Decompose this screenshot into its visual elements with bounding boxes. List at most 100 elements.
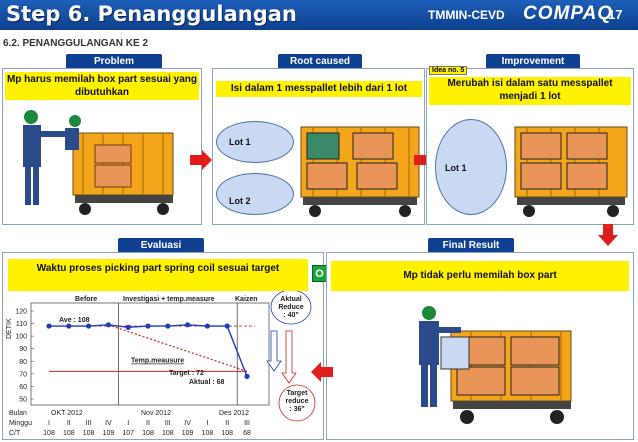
- y-axis-label: DETIK: [6, 318, 13, 339]
- picking-time-chart: Before Investigasi + temp.measure KaizenDE…: [6, 291, 316, 437]
- problem-text: Mp harus memilah box part sesuai yang di…: [5, 72, 199, 100]
- tab-improvement: Improvement: [486, 54, 580, 69]
- month-label: Des 2012: [219, 410, 249, 417]
- trend-line: [108, 324, 248, 372]
- week-label: III: [86, 420, 92, 427]
- ct-value: 108: [43, 430, 55, 437]
- period-label: Before: [75, 296, 97, 303]
- reduce-bubble: [270, 291, 312, 325]
- messpallet-illustration: [514, 126, 628, 217]
- week-label: IV: [184, 420, 191, 427]
- section-title: 6.2. PENANGGULANGAN KE 2: [3, 38, 149, 49]
- target-reduce-text: reduce: [286, 398, 309, 405]
- target-reduce-text: Target: [287, 390, 309, 397]
- ct-value: 109: [182, 430, 194, 437]
- ct-value: 109: [103, 430, 115, 437]
- data-point: [145, 323, 151, 329]
- reduce-text: Aktual: [280, 296, 301, 303]
- data-point: [165, 323, 171, 329]
- final-illustration: [419, 306, 572, 424]
- ct-value: 107: [122, 430, 134, 437]
- tab-problem: Problem: [66, 54, 162, 69]
- reduce-text: : 40": [283, 312, 298, 319]
- period-label: Kaizen: [235, 296, 258, 303]
- data-point: [244, 373, 250, 379]
- data-point: [46, 323, 52, 329]
- y-tick-label: 50: [19, 397, 27, 404]
- reduce-text: Reduce: [278, 304, 303, 311]
- month-label: OKT 2012: [51, 410, 83, 417]
- y-tick-label: 100: [15, 334, 27, 341]
- y-tick-label: 60: [19, 384, 27, 391]
- messpallet-illustration: [300, 126, 420, 217]
- week-label: IV: [105, 420, 112, 427]
- month-label: Nov 2012: [141, 410, 171, 417]
- ct-value: 108: [63, 430, 75, 437]
- arrow-left-icon: [311, 362, 333, 382]
- root-text: Isi dalam 1 messpallet lebih dari 1 lot: [216, 81, 422, 97]
- data-point: [105, 322, 111, 328]
- ct-value: 108: [142, 430, 154, 437]
- problem-illustration: [23, 110, 174, 215]
- plot-frame: [30, 302, 270, 406]
- arrow-right-icon: [190, 150, 212, 170]
- data-point: [66, 323, 72, 329]
- data-point: [185, 322, 191, 328]
- root-panel: Isi dalam 1 messpallet lebih dari 1 lot …: [212, 68, 425, 225]
- lot1-ellipse: [216, 121, 294, 163]
- lot1-ellipse: [435, 119, 507, 215]
- brand-logo: COMPAQ: [523, 3, 614, 24]
- y-tick-label: 90: [19, 346, 27, 353]
- reduce-arrow-icon: [266, 330, 282, 372]
- y-tick-label: 70: [19, 371, 27, 378]
- final-panel: Mp tidak perlu memilah box part: [326, 252, 634, 440]
- average-label: Ave : 108: [59, 317, 90, 324]
- data-point: [204, 323, 210, 329]
- ct-value: 108: [83, 430, 95, 437]
- actual-label: Aktual : 68: [189, 379, 225, 386]
- y-tick-label: 80: [19, 359, 27, 366]
- row-label-bulan: Bulan: [9, 410, 27, 417]
- org-label: TMMIN-CEVD: [428, 8, 505, 22]
- improvement-text: Merubah isi dalam satu messpallet menjad…: [429, 77, 631, 105]
- tab-final-result: Final Result: [428, 238, 514, 253]
- row-label-minggu: Minggu: [9, 420, 32, 427]
- week-label: I: [206, 420, 208, 427]
- page-number: 17: [608, 7, 623, 22]
- data-point: [125, 324, 131, 330]
- data-point: [224, 323, 230, 329]
- y-tick-label: 120: [15, 309, 27, 316]
- week-label: II: [146, 420, 150, 427]
- ct-value: 108: [202, 430, 214, 437]
- y-tick-label: 110: [16, 321, 27, 328]
- measure-label: Temp.meausure: [131, 358, 184, 365]
- target-reduce-text: : 36": [289, 406, 304, 413]
- lot1-label: Lot 1: [445, 163, 467, 173]
- row-label-ct: C/T: [9, 430, 21, 437]
- ct-value: 68: [243, 430, 251, 437]
- week-label: I: [127, 420, 129, 427]
- arrow-down-icon: [598, 224, 618, 246]
- week-label: III: [244, 420, 250, 427]
- week-label: II: [67, 420, 71, 427]
- idea-badge: Idea no. 5: [429, 66, 468, 75]
- period-label: Investigasi + temp.measure: [123, 296, 215, 303]
- target-reduce-bubble: [278, 384, 316, 422]
- improvement-panel: Idea no. 5 Merubah isi dalam satu messpa…: [426, 66, 634, 225]
- tab-root-caused: Root caused: [278, 54, 362, 69]
- header-bar: Step 6. Penanggulangan TMMIN-CEVD COMPAQ…: [0, 0, 638, 30]
- lot1-label: Lot 1: [229, 137, 251, 147]
- ct-value: 108: [162, 430, 174, 437]
- ct-value: 108: [221, 430, 233, 437]
- target-label: Target : 72: [169, 370, 204, 377]
- page-title: Step 6. Penanggulangan: [6, 2, 297, 26]
- week-label: II: [225, 420, 229, 427]
- evaluasi-panel: Waktu proses picking part spring coil se…: [2, 252, 327, 440]
- ok-badge-icon: O: [312, 265, 327, 282]
- week-label: I: [48, 420, 50, 427]
- final-text: Mp tidak perlu memilah box part: [331, 261, 629, 291]
- evaluasi-title: Waktu proses picking part spring coil se…: [8, 259, 308, 291]
- tab-evaluasi: Evaluasi: [118, 238, 204, 253]
- target-arrow-icon: [281, 330, 297, 384]
